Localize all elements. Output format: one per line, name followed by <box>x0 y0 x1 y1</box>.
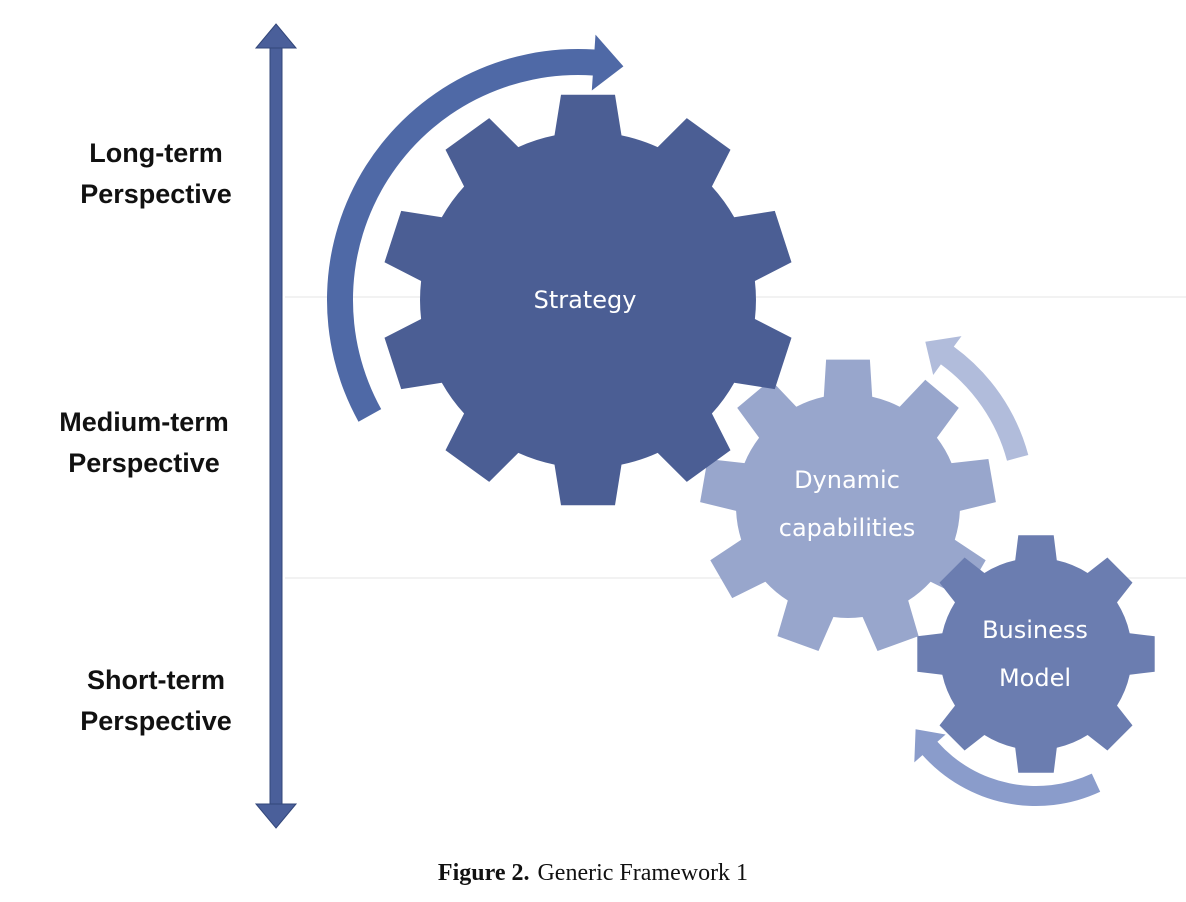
dynamic-label-line1: Dynamic <box>794 466 900 494</box>
business-label-line1: Business <box>982 616 1088 644</box>
medium-term-perspective-label: Medium-term Perspective <box>14 402 274 484</box>
figure-caption: Figure 2. Generic Framework 1 <box>0 860 1186 887</box>
business-model-gear-label: Business Model <box>955 606 1115 702</box>
figure-title: Generic Framework 1 <box>537 860 749 886</box>
business-model-rotation-arrow <box>914 729 1101 807</box>
medium-term-label-line1: Medium-term <box>59 407 229 437</box>
strategy-gear-label: Strategy <box>485 276 685 324</box>
dynamic-capabilities-gear <box>700 359 996 651</box>
dynamic-label-line2: capabilities <box>778 514 916 542</box>
timeline-double-arrow <box>254 23 298 829</box>
strategy-gear <box>384 94 792 506</box>
timeline-arrow-head-up <box>254 23 298 49</box>
long-term-perspective-label: Long-term Perspective <box>26 133 286 215</box>
timeline-arrow-head-down <box>254 803 298 829</box>
dynamic-capabilities-gear-label: Dynamic capabilities <box>747 456 947 552</box>
strategy-rotation-arrow <box>326 34 624 422</box>
short-term-perspective-label: Short-term Perspective <box>26 660 286 742</box>
long-term-label-line2: Perspective <box>80 179 232 209</box>
business-label-line2: Model <box>998 664 1072 692</box>
strategy-label: Strategy <box>533 286 637 314</box>
long-term-label-line1: Long-term <box>89 138 223 168</box>
short-term-label-line2: Perspective <box>80 706 232 736</box>
figure-number: Figure 2. <box>437 860 530 886</box>
business-model-gear <box>917 535 1155 773</box>
dynamic-capabilities-rotation-arrow <box>925 336 1029 461</box>
medium-term-label-line2: Perspective <box>68 448 220 478</box>
short-term-label-line1: Short-term <box>86 665 225 695</box>
